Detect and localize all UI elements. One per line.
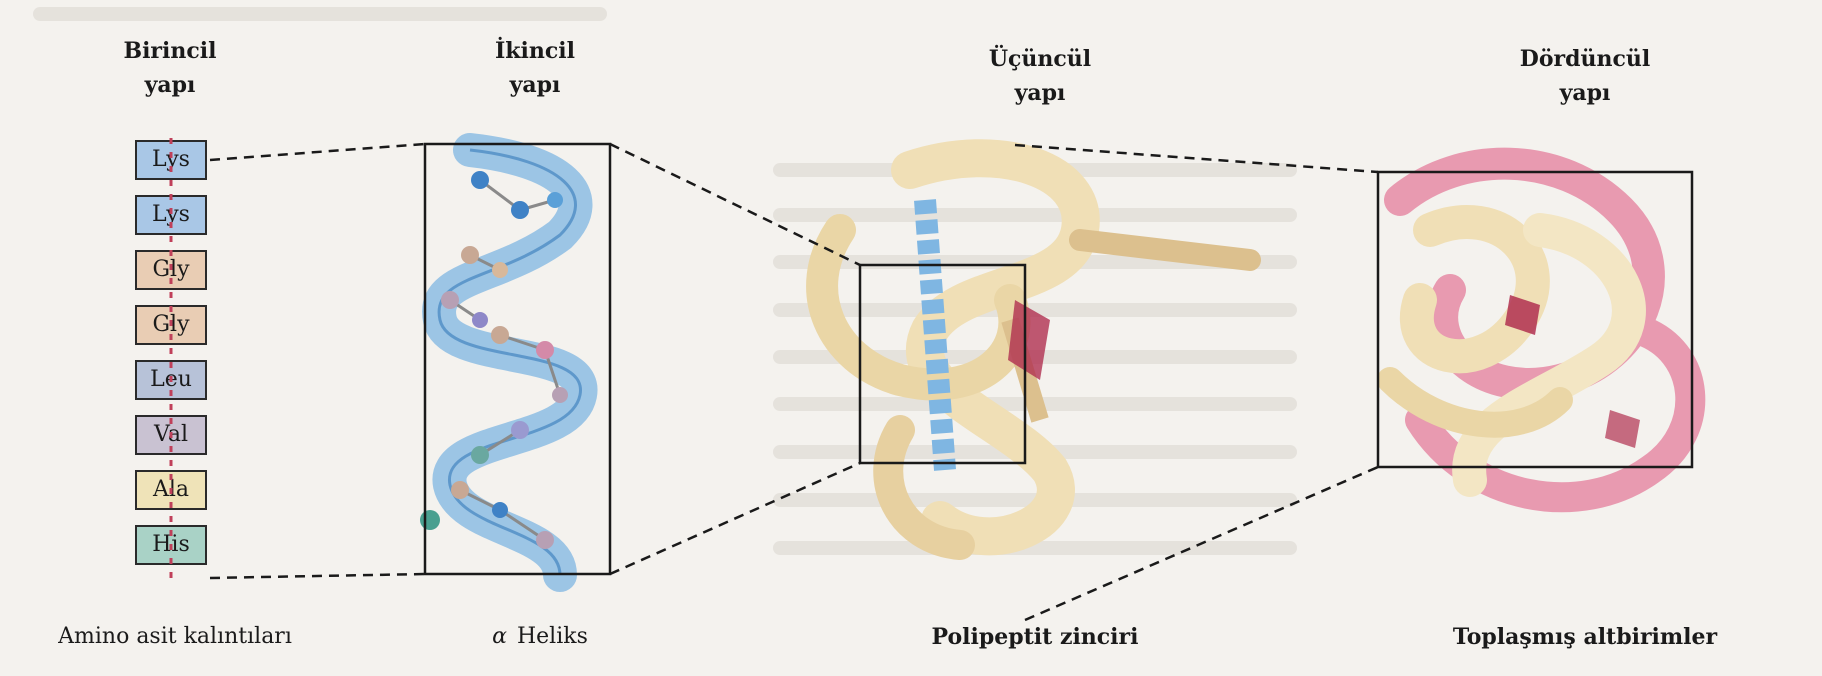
primary-caption: Amino asit kalıntıları: [30, 624, 320, 649]
secondary-caption: α Heliks: [450, 624, 630, 649]
helix-label: Heliks: [517, 624, 588, 649]
zoom-connectors: [210, 144, 1378, 620]
alpha-helix-illustration: [420, 150, 581, 575]
quaternary-caption: Toplaşmış altbirimler: [1430, 624, 1740, 650]
alpha-symbol: α: [492, 624, 507, 649]
quaternary-assembly-illustration: [1390, 164, 1690, 498]
tertiary-caption: Polipeptit zinciri: [905, 624, 1165, 650]
tertiary-fold-illustration: [822, 158, 1250, 545]
